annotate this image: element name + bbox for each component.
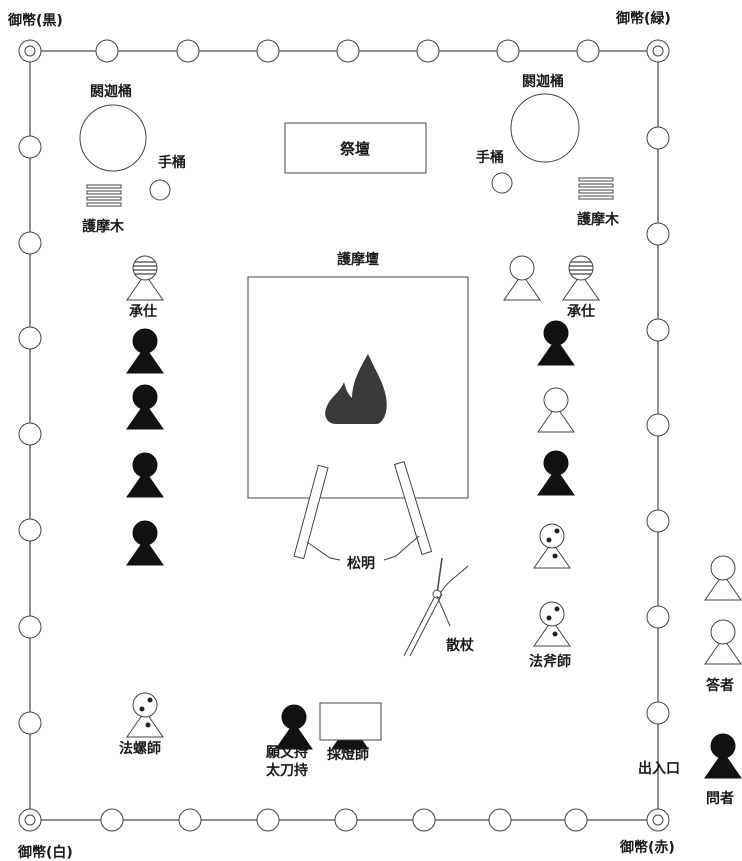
goma-wood-right-label: 護摩木 (577, 211, 620, 228)
tub-right (511, 94, 579, 162)
goma-wood-stack-right (579, 178, 613, 199)
corner-label-bottom-right: 御幣(赤) (619, 839, 675, 856)
saitoushi-box (320, 703, 381, 740)
rope-post-left-1 (19, 232, 41, 254)
rope-post-left-2 (19, 327, 41, 349)
rope-post-right-6 (647, 702, 669, 724)
shouji-right-label: 承仕 (567, 303, 595, 320)
goma-altar-label: 護摩壇 (337, 251, 379, 268)
goma-wood-left-label: 護摩木 (82, 218, 125, 235)
attendant-right-dark-figure-2 (538, 451, 574, 495)
rope-post-top-6 (577, 40, 599, 62)
rope-post-bottom-0 (101, 809, 123, 831)
hotei-label: 法螺師 (119, 740, 161, 757)
rope-post-right-0 (647, 127, 669, 149)
rope-post-bottom-2 (257, 809, 279, 831)
entrance-label: 出入口 (638, 760, 680, 777)
hand-bucket-right (492, 173, 512, 193)
respondent-label: 答者 (706, 677, 734, 694)
ganmon-label-line1: 願文持 (266, 744, 308, 761)
ganmon-label-line2: 太刀持 (266, 762, 308, 779)
altar-label: 祭壇 (339, 140, 370, 158)
corner-marker-top-right (647, 40, 669, 62)
attendant-left-figure-4 (127, 521, 163, 565)
attendant-right-light-figure-2 (538, 388, 574, 432)
saitoushi-label: 採燈師 (327, 746, 369, 763)
rope-post-top-4 (417, 40, 439, 62)
rope-post-right-3 (647, 414, 669, 436)
rope-post-left-4 (19, 519, 41, 541)
rope-post-right-2 (647, 319, 669, 341)
attendant-left-figure-3 (127, 453, 163, 497)
rope-post-bottom-1 (179, 809, 201, 831)
corner-marker-bottom-right (647, 809, 669, 831)
attendant-left-figure-1 (127, 329, 163, 373)
rope-post-top-5 (497, 40, 519, 62)
rope-post-left-5 (19, 616, 41, 638)
hand-bucket-right-label: 手桶 (476, 149, 504, 166)
shouji-left-figure (127, 256, 163, 300)
hofushi-label: 法斧師 (529, 653, 571, 670)
attendant-left-figure-2 (127, 385, 163, 429)
hofushi-figure (534, 602, 570, 646)
torch-leader-left (307, 542, 340, 560)
rope-post-left-6 (19, 712, 41, 734)
questioner-label: 問者 (706, 791, 734, 807)
corner-marker-top-left (19, 40, 41, 62)
rope-post-right-1 (647, 223, 669, 245)
shouji-left-label: 承仕 (129, 303, 157, 320)
torch-leader-right (384, 536, 419, 560)
rope-post-left-0 (19, 136, 41, 158)
goma-wood-stack-left (87, 185, 121, 206)
dotted-figure-right (534, 524, 570, 568)
questioner-figure (705, 734, 741, 778)
respondent-figure-1 (705, 556, 741, 600)
rope-post-left-3 (19, 423, 41, 445)
respondent-figure-2 (705, 620, 741, 664)
corner-label-bottom-left: 御幣(白) (17, 844, 73, 861)
attendant-right-dark-figure-1 (538, 321, 574, 365)
rope-post-right-5 (647, 606, 669, 628)
ganmon-figure (276, 705, 312, 749)
rope-post-bottom-5 (489, 809, 511, 831)
rope-post-top-1 (177, 40, 199, 62)
torch-label: 松明 (347, 555, 375, 572)
shouji-right-figure (563, 256, 599, 300)
corner-label-top-right: 御幣(緑) (615, 10, 671, 27)
corner-label-top-left: 御幣(黒) (7, 12, 63, 29)
tub-right-label: 閼迦桶 (522, 73, 564, 90)
rope-post-right-4 (647, 510, 669, 532)
rope-post-top-3 (337, 40, 359, 62)
hand-bucket-left-label: 手桶 (158, 154, 186, 171)
tub-left (80, 105, 146, 171)
rope-post-bottom-4 (413, 809, 435, 831)
rope-post-bottom-3 (335, 809, 357, 831)
rope-post-top-0 (96, 40, 118, 62)
corner-marker-bottom-left (19, 809, 41, 831)
rope-post-top-2 (257, 40, 279, 62)
staff-label: 散杖 (446, 637, 475, 654)
attendant-right-light-figure-1 (504, 256, 540, 300)
hotei-figure (127, 693, 163, 737)
tub-left-label: 閼迦桶 (90, 83, 132, 100)
hand-bucket-left (150, 180, 170, 200)
rope-post-bottom-6 (565, 809, 587, 831)
